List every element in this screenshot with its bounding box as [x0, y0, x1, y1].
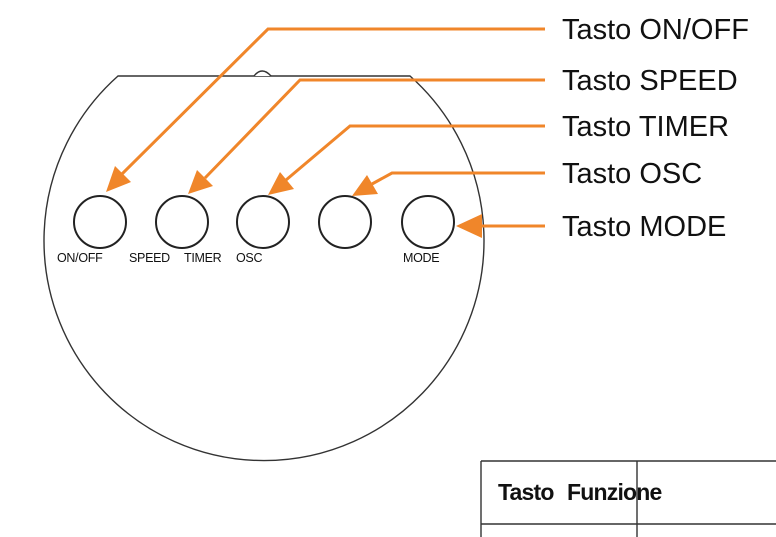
- osc-leader-line: [371, 171, 545, 186]
- osc-callout: Tasto OSC: [562, 158, 702, 190]
- timer-arrowhead: [268, 172, 294, 195]
- osc-button[interactable]: [318, 195, 372, 249]
- osc-button-label: OSC: [236, 251, 262, 265]
- timer-button[interactable]: [236, 195, 290, 249]
- speed-callout: Tasto SPEED: [562, 65, 738, 97]
- timer-leader-line: [285, 124, 545, 182]
- mode-button[interactable]: [401, 195, 455, 249]
- on-off-leader-line: [120, 27, 545, 176]
- speed-leader-line: [203, 78, 545, 180]
- table-header-tasto: Tasto: [498, 479, 554, 505]
- panel-outline: [43, 75, 485, 462]
- speed-button[interactable]: [155, 195, 209, 249]
- function-table: Tasto Funzione: [480, 460, 776, 537]
- speed-button-label: SPEED: [129, 251, 170, 265]
- mode-callout: Tasto MODE: [562, 211, 726, 243]
- timer-callout: Tasto TIMER: [562, 111, 729, 143]
- on-off-callout: Tasto ON/OFF: [562, 14, 749, 46]
- table-header-funzione: Funzione: [567, 479, 662, 505]
- mode-button-label: MODE: [403, 251, 439, 265]
- on-off-arrowhead: [106, 166, 131, 192]
- on-off-button[interactable]: [73, 195, 127, 249]
- panel-top-notch: [253, 70, 272, 77]
- on-off-button-label: ON/OFF: [57, 251, 103, 265]
- speed-arrowhead: [188, 170, 213, 194]
- mode-arrowhead: [456, 214, 482, 238]
- timer-button-label: TIMER: [184, 251, 222, 265]
- osc-arrowhead: [352, 175, 378, 196]
